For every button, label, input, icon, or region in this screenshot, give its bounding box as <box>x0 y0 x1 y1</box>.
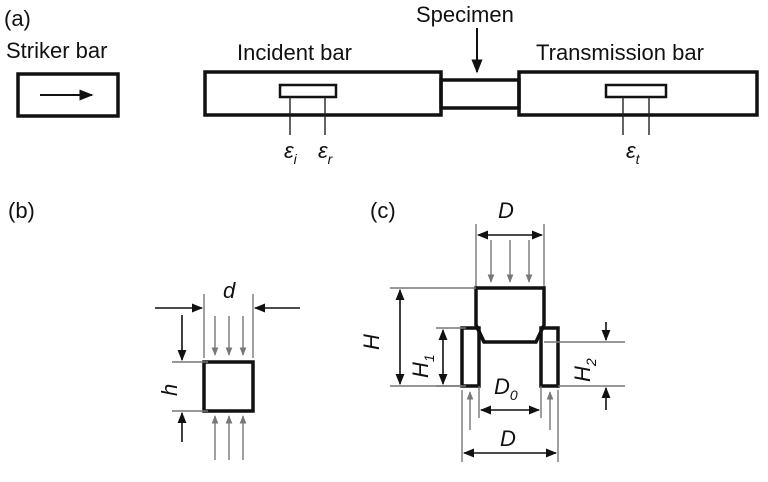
incident-bar-label: Incident bar <box>237 40 352 65</box>
cylindrical-specimen <box>202 360 255 413</box>
panel-a: (a) Striker bar Incident bar εi εr Speci… <box>4 2 759 167</box>
dimension-h-label: h <box>157 384 182 396</box>
striker-bar-label: Striker bar <box>6 38 107 63</box>
incident-strain-gauge <box>278 83 338 99</box>
hat-crown <box>474 286 546 344</box>
height-H1-label: H1 <box>408 354 437 378</box>
height-H2-label: H2 <box>570 358 599 382</box>
striker-bar <box>16 72 120 118</box>
strain-transmitted-symbol: εt <box>626 138 641 167</box>
transmission-strain-gauge <box>604 83 668 99</box>
panel-c-tag: (c) <box>370 198 396 223</box>
panel-b-tag: (b) <box>8 198 35 223</box>
panel-c: (c) D H H1 H2 <box>359 198 625 462</box>
strain-incident-symbol: εi <box>284 138 298 167</box>
incident-bar: εi εr <box>203 70 443 167</box>
dimension-bottom-D-label: D <box>500 426 516 451</box>
hat-shaped-specimen <box>460 286 560 388</box>
specimen <box>439 28 521 110</box>
dimension-top-D-label: D <box>498 198 514 223</box>
panel-b: (b) d h <box>8 198 300 460</box>
transmission-bar: εt <box>517 70 759 167</box>
hat-brim-right <box>539 326 560 388</box>
hat-brim-left <box>460 326 481 388</box>
dimension-d-label: d <box>223 278 236 303</box>
dimension-D0-label: D0 <box>494 374 518 403</box>
strain-reflected-symbol: εr <box>318 138 334 167</box>
panel-a-tag: (a) <box>4 6 31 31</box>
specimen-label: Specimen <box>416 2 514 27</box>
specimen-body <box>439 78 521 110</box>
transmission-bar-label: Transmission bar <box>536 40 704 65</box>
transmission-bar-body <box>517 70 759 117</box>
striker-bar-body <box>16 72 120 118</box>
height-H-label: H <box>359 334 384 350</box>
